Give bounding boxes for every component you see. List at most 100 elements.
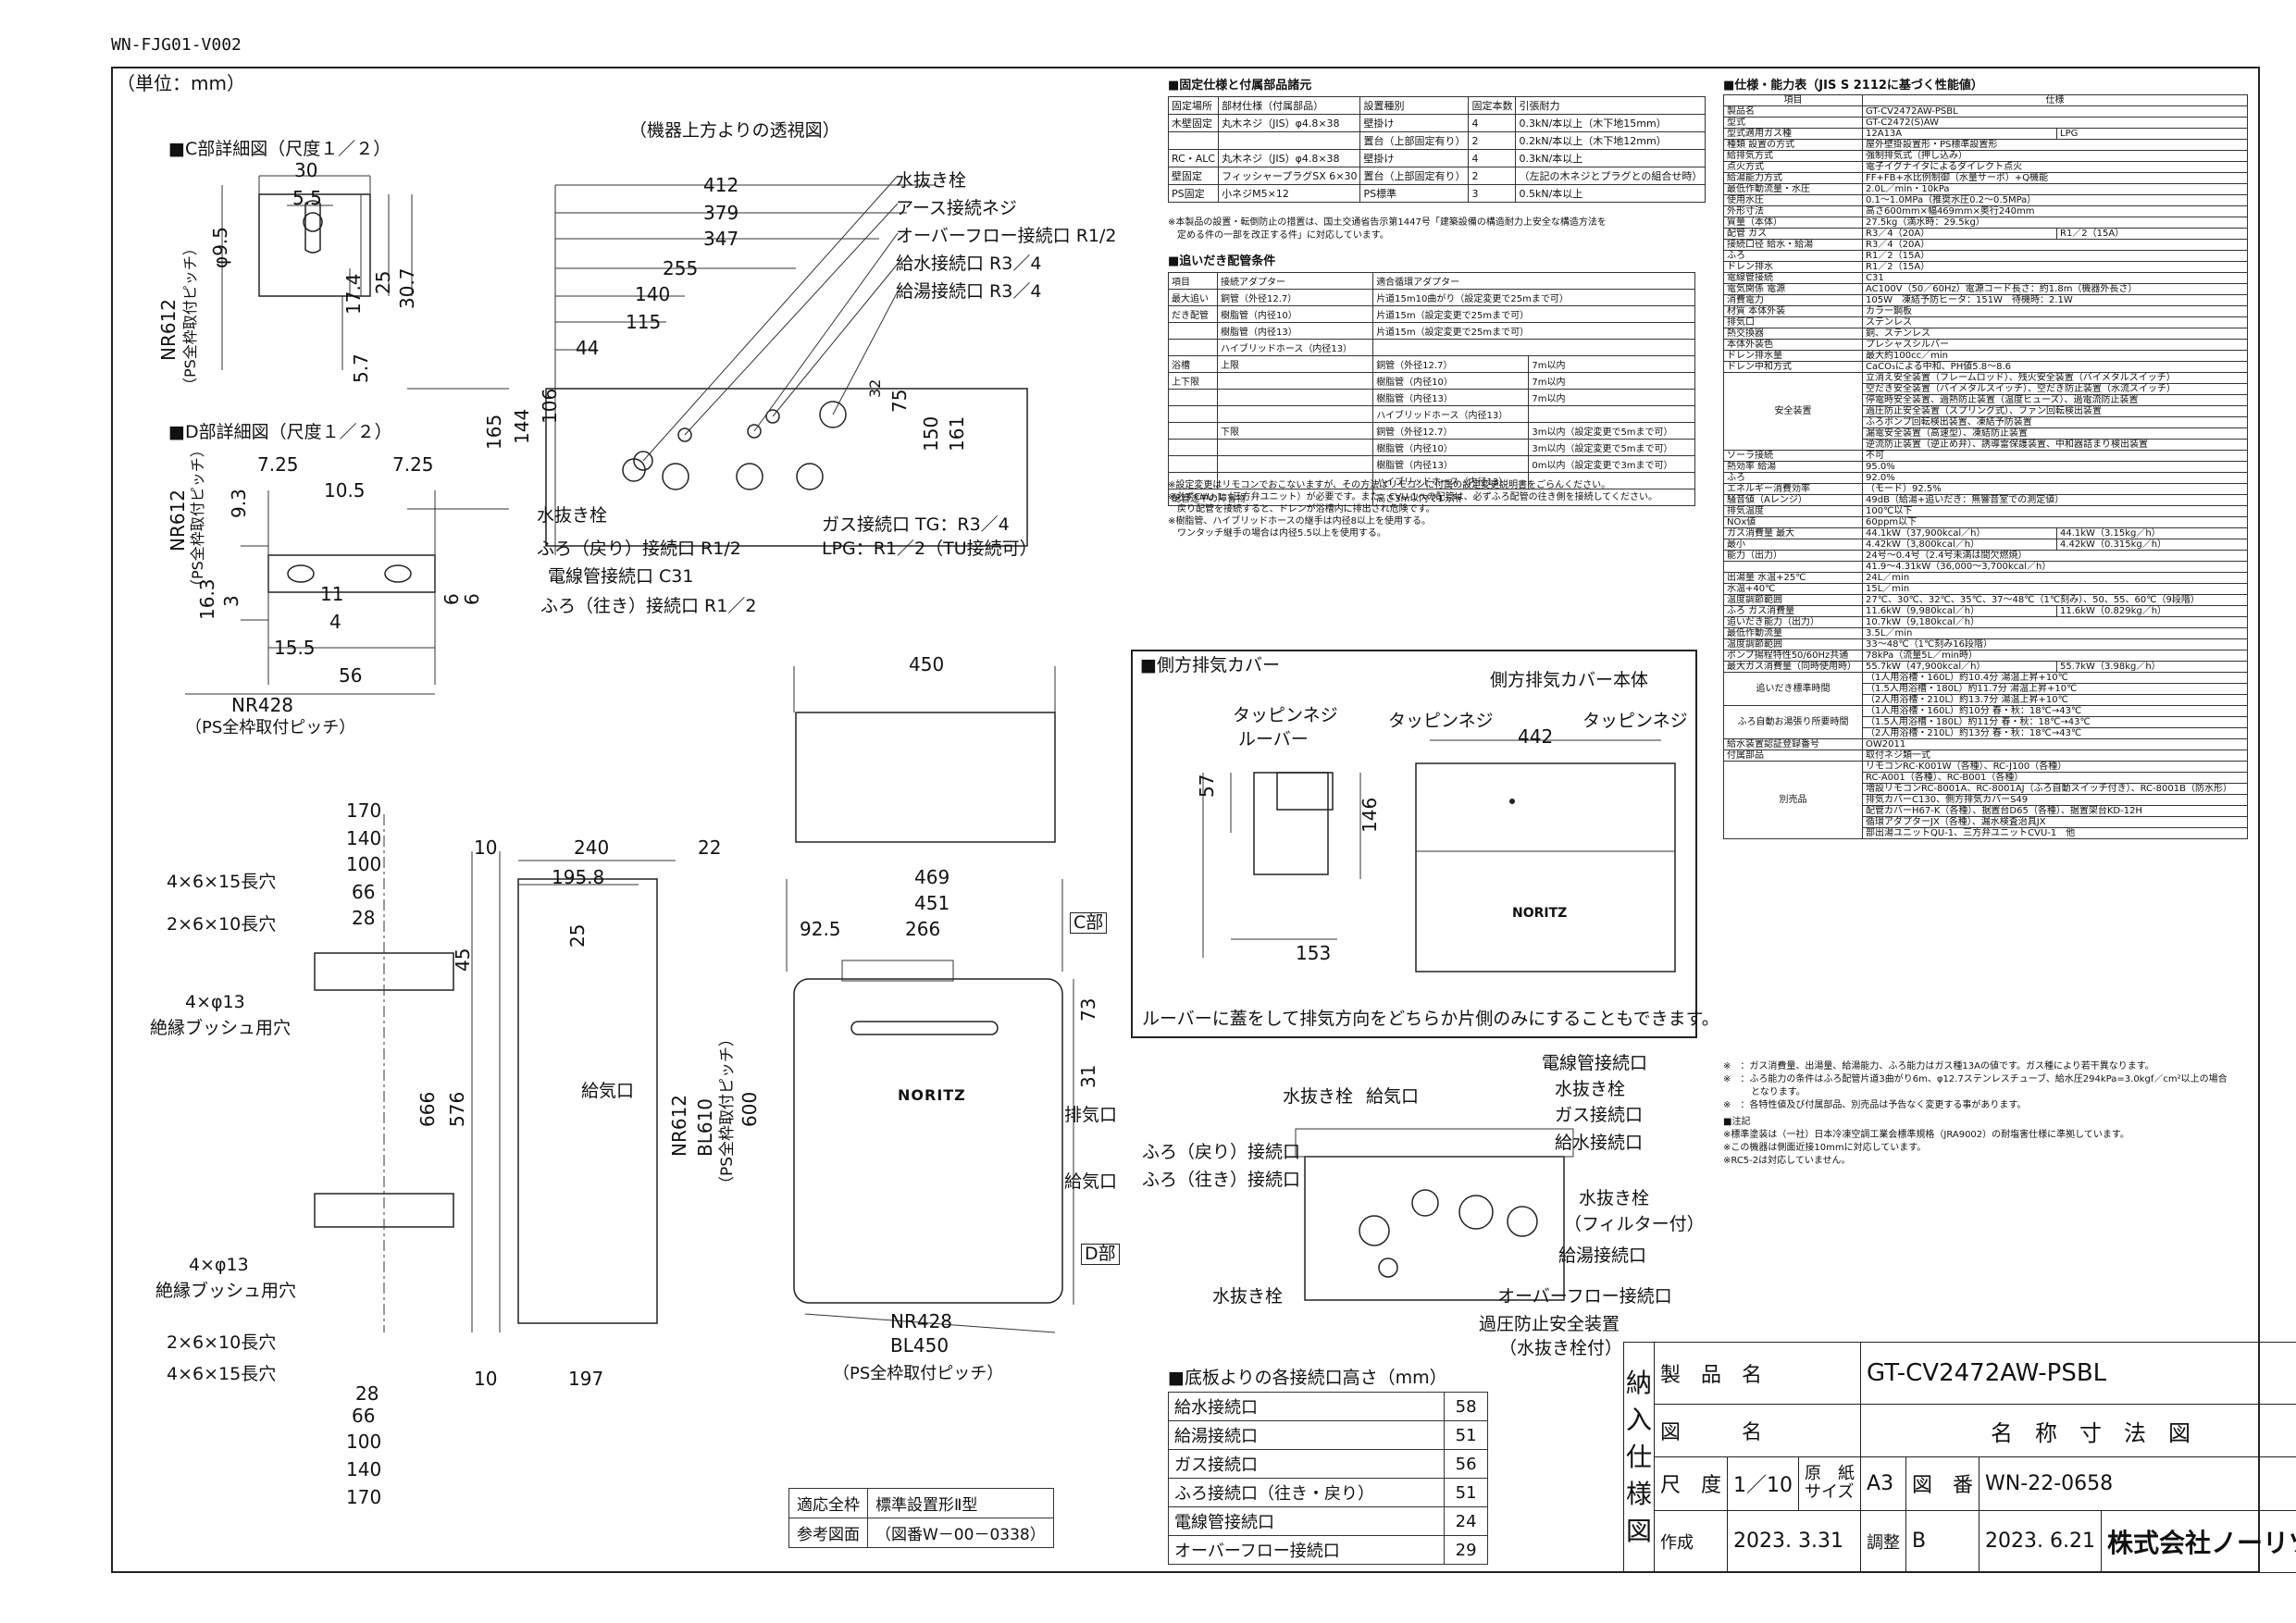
tb-product-label: 製 品 名	[1654, 1341, 1862, 1406]
spec-v: （1.5人用浴槽・180L）約11.7分 湯温上昇+10℃	[1862, 683, 2248, 695]
fix-cell: 3	[1468, 184, 1517, 203]
c-dim-30: 30	[294, 159, 318, 181]
spec-chu: ※RC5-2は対応していません。	[1723, 1156, 1851, 1166]
d-dim-6-b: 6	[461, 593, 483, 605]
spec-v: R1／2（15A）	[2056, 228, 2248, 240]
oi-cell: 片道15m（設定変更で25mまで可）	[1372, 322, 1695, 340]
d-dim-3: 3	[220, 595, 242, 607]
spec-k: ドレン排水	[1723, 261, 1863, 273]
tb-vertical: 納 入 仕 様 図	[1622, 1342, 1656, 1573]
oi-cell: 樹脂管（内径10）	[1217, 305, 1374, 323]
fix-cell	[1218, 131, 1361, 150]
spec-v: 4.42kW（0.315kg／h）	[2056, 539, 2248, 551]
h-value: 24	[1444, 1506, 1488, 1536]
fix-cell: 0.3kN/本以上	[1515, 149, 1706, 167]
front-dim-451: 451	[914, 892, 950, 914]
tb-adj-label: 調整	[1860, 1509, 1907, 1574]
oi-h: 接続アダプター	[1217, 272, 1374, 290]
spec-v: ふろポンプ回転検出装置、凍結予防装置	[1862, 416, 2248, 428]
front-label-exhaust: 排気口	[1064, 1105, 1118, 1125]
oidaki-title: ■追いだき配管条件	[1168, 254, 1276, 268]
tb-v-char: 図	[1626, 1516, 1653, 1546]
spec-note: ※ ：ガス消費量、出湯量、給湯能力、ふろ能力はガス種13Aの値です。ガス種により…	[1723, 1061, 2154, 1072]
spec-k: 製品名	[1723, 105, 1863, 118]
exhaust-label-body: 側方排気カバー本体	[1490, 670, 1649, 690]
front-pitch-note: （PS全枠取付ピッチ）	[833, 1364, 1004, 1383]
spec-v: 3.5L／min	[1862, 627, 2248, 639]
top-dim-255: 255	[663, 257, 699, 279]
top-dim-144: 144	[511, 408, 533, 444]
spec-k	[1723, 561, 1863, 573]
spec-v: 44.1kW（37,900kcal／h）	[1862, 527, 2057, 539]
tb-company-logo: 株式会社ノーリツ	[2101, 1509, 2296, 1574]
spec-v: 停電時安全装置、過熱防止装置（温度ヒューズ）、過電流防止装置	[1862, 394, 2248, 406]
oi-cell: 3m以内（設定変更で5mまで可）	[1528, 422, 1695, 440]
spec-v: 11.6kW（9,980kcal／h）	[1862, 605, 2057, 617]
side-view-drawing	[471, 851, 676, 1332]
spec-k: 給水装置認証登録番号	[1723, 738, 1863, 750]
oi-cell	[1167, 455, 1219, 473]
bracket-label-bush: 絶縁ブッシュ用穴	[150, 1018, 292, 1038]
spec-h: 項目	[1723, 94, 1863, 106]
spec-k: 熱効率 給湯	[1723, 461, 1863, 473]
front-dim-469: 469	[914, 866, 950, 888]
d-dim-7-25-b: 7.25	[392, 453, 434, 476]
bv-right-gas: ガス接続口	[1555, 1105, 1644, 1125]
spec-k: 種類 設置の方式	[1723, 139, 1863, 151]
spec-k: 型式	[1723, 117, 1863, 129]
top-label-lpg: LPG：R1／2（TU接続可）	[822, 539, 1037, 559]
fix-cell: 置台（上部固定有り）	[1359, 167, 1470, 185]
spec-v: 60ppm以下	[1862, 516, 2248, 528]
spec-v: 24号〜0.4号（2.4号未満は間欠燃焼）	[1862, 550, 2248, 562]
top-view-drawing	[407, 175, 1028, 555]
tb-paper-label: 原 紙	[1805, 1464, 1855, 1484]
bv-right-relief-2: （水抜き栓付）	[1499, 1338, 1623, 1358]
spec-k: 排気口	[1723, 316, 1863, 328]
fix-cell: 置台（上部固定有り）	[1359, 131, 1470, 150]
oi-cell	[1167, 322, 1219, 340]
oi-cell: 上限	[1217, 355, 1374, 373]
oi-note: 戻り配管を接続すると、ドレンが浴槽内に排出され危険です。	[1168, 504, 1435, 514]
oi-cell: 樹脂管（内径13）	[1217, 322, 1374, 340]
spec-v: カラー鋼板	[1862, 305, 2248, 317]
heights-title: ■底板よりの各接続口高さ（mm）	[1168, 1368, 1447, 1388]
spec-v: RC-A001（各種）、RC-B001（各種）	[1862, 772, 2248, 784]
oi-cell	[1167, 422, 1219, 440]
spec-k: 本体外装色	[1723, 339, 1863, 351]
spec-v: 立消え安全装置（フレームロッド）、残火安全装置（バイメタルスイッチ）	[1862, 372, 2248, 384]
spec-k: 能力（出力）	[1723, 550, 1863, 562]
top-label-bath-return: ふろ（戻り）接続口 R1/2	[537, 539, 741, 559]
top-dim-150: 150	[920, 415, 942, 452]
tb-v-char: 納	[1626, 1368, 1653, 1398]
reference-table: 適応全枠標準設置形Ⅱ型 参考図面（図番W－00－0338）	[788, 1488, 1054, 1548]
spec-v: 49dB（給湯+追いだき：無響音室での測定値）	[1862, 494, 2248, 506]
oi-cell	[1167, 339, 1219, 356]
oi-cell: 7m以内	[1528, 389, 1695, 406]
oi-cell	[1217, 405, 1374, 423]
fix-cell	[1167, 131, 1220, 150]
exhaust-cover-box	[1131, 650, 1697, 1038]
spec-v: 24L／min	[1862, 572, 2248, 584]
spec-k: 熱交換器	[1723, 328, 1863, 340]
c-dim-30-7: 30.7	[396, 267, 418, 309]
spec-k: 消費電力	[1723, 294, 1863, 306]
oi-note: ※必ずCVU-1（三方弁ユニット）が必要です。また、CVU-1への配管は、必ずふ…	[1168, 492, 1658, 502]
bracket-dim-28: 28	[352, 907, 376, 929]
spec-v: 44.1kW（3.15kg／h）	[2056, 527, 2248, 539]
spec-k: 給排気方式	[1723, 150, 1863, 162]
spec-v: 92.0%	[1862, 472, 2248, 484]
c-pitch: NR612	[157, 298, 180, 361]
top-dim-379: 379	[703, 202, 739, 224]
oi-cell	[1167, 439, 1219, 456]
oi-cell: 樹脂管（内径10）	[1372, 372, 1530, 390]
fix-h-1: 部材仕様（付属部品）	[1218, 96, 1361, 115]
h-label: 給湯接続口	[1167, 1420, 1446, 1450]
top-dim-412: 412	[703, 174, 739, 196]
exhaust-dim-146: 146	[1359, 797, 1381, 833]
spec-notes: ※ ：ガス消費量、出湯量、給湯能力、ふろ能力はガス種13Aの値です。ガス種により…	[1723, 1060, 2228, 1168]
d-dim-56: 56	[339, 664, 363, 687]
spec-k: 外形寸法	[1723, 205, 1863, 217]
bracket-label-slot-10: 2×6×10長穴	[167, 914, 277, 935]
side-pitch-note: （PS全枠取付ピッチ）	[718, 1030, 737, 1192]
front-view-drawing	[786, 666, 1074, 1333]
